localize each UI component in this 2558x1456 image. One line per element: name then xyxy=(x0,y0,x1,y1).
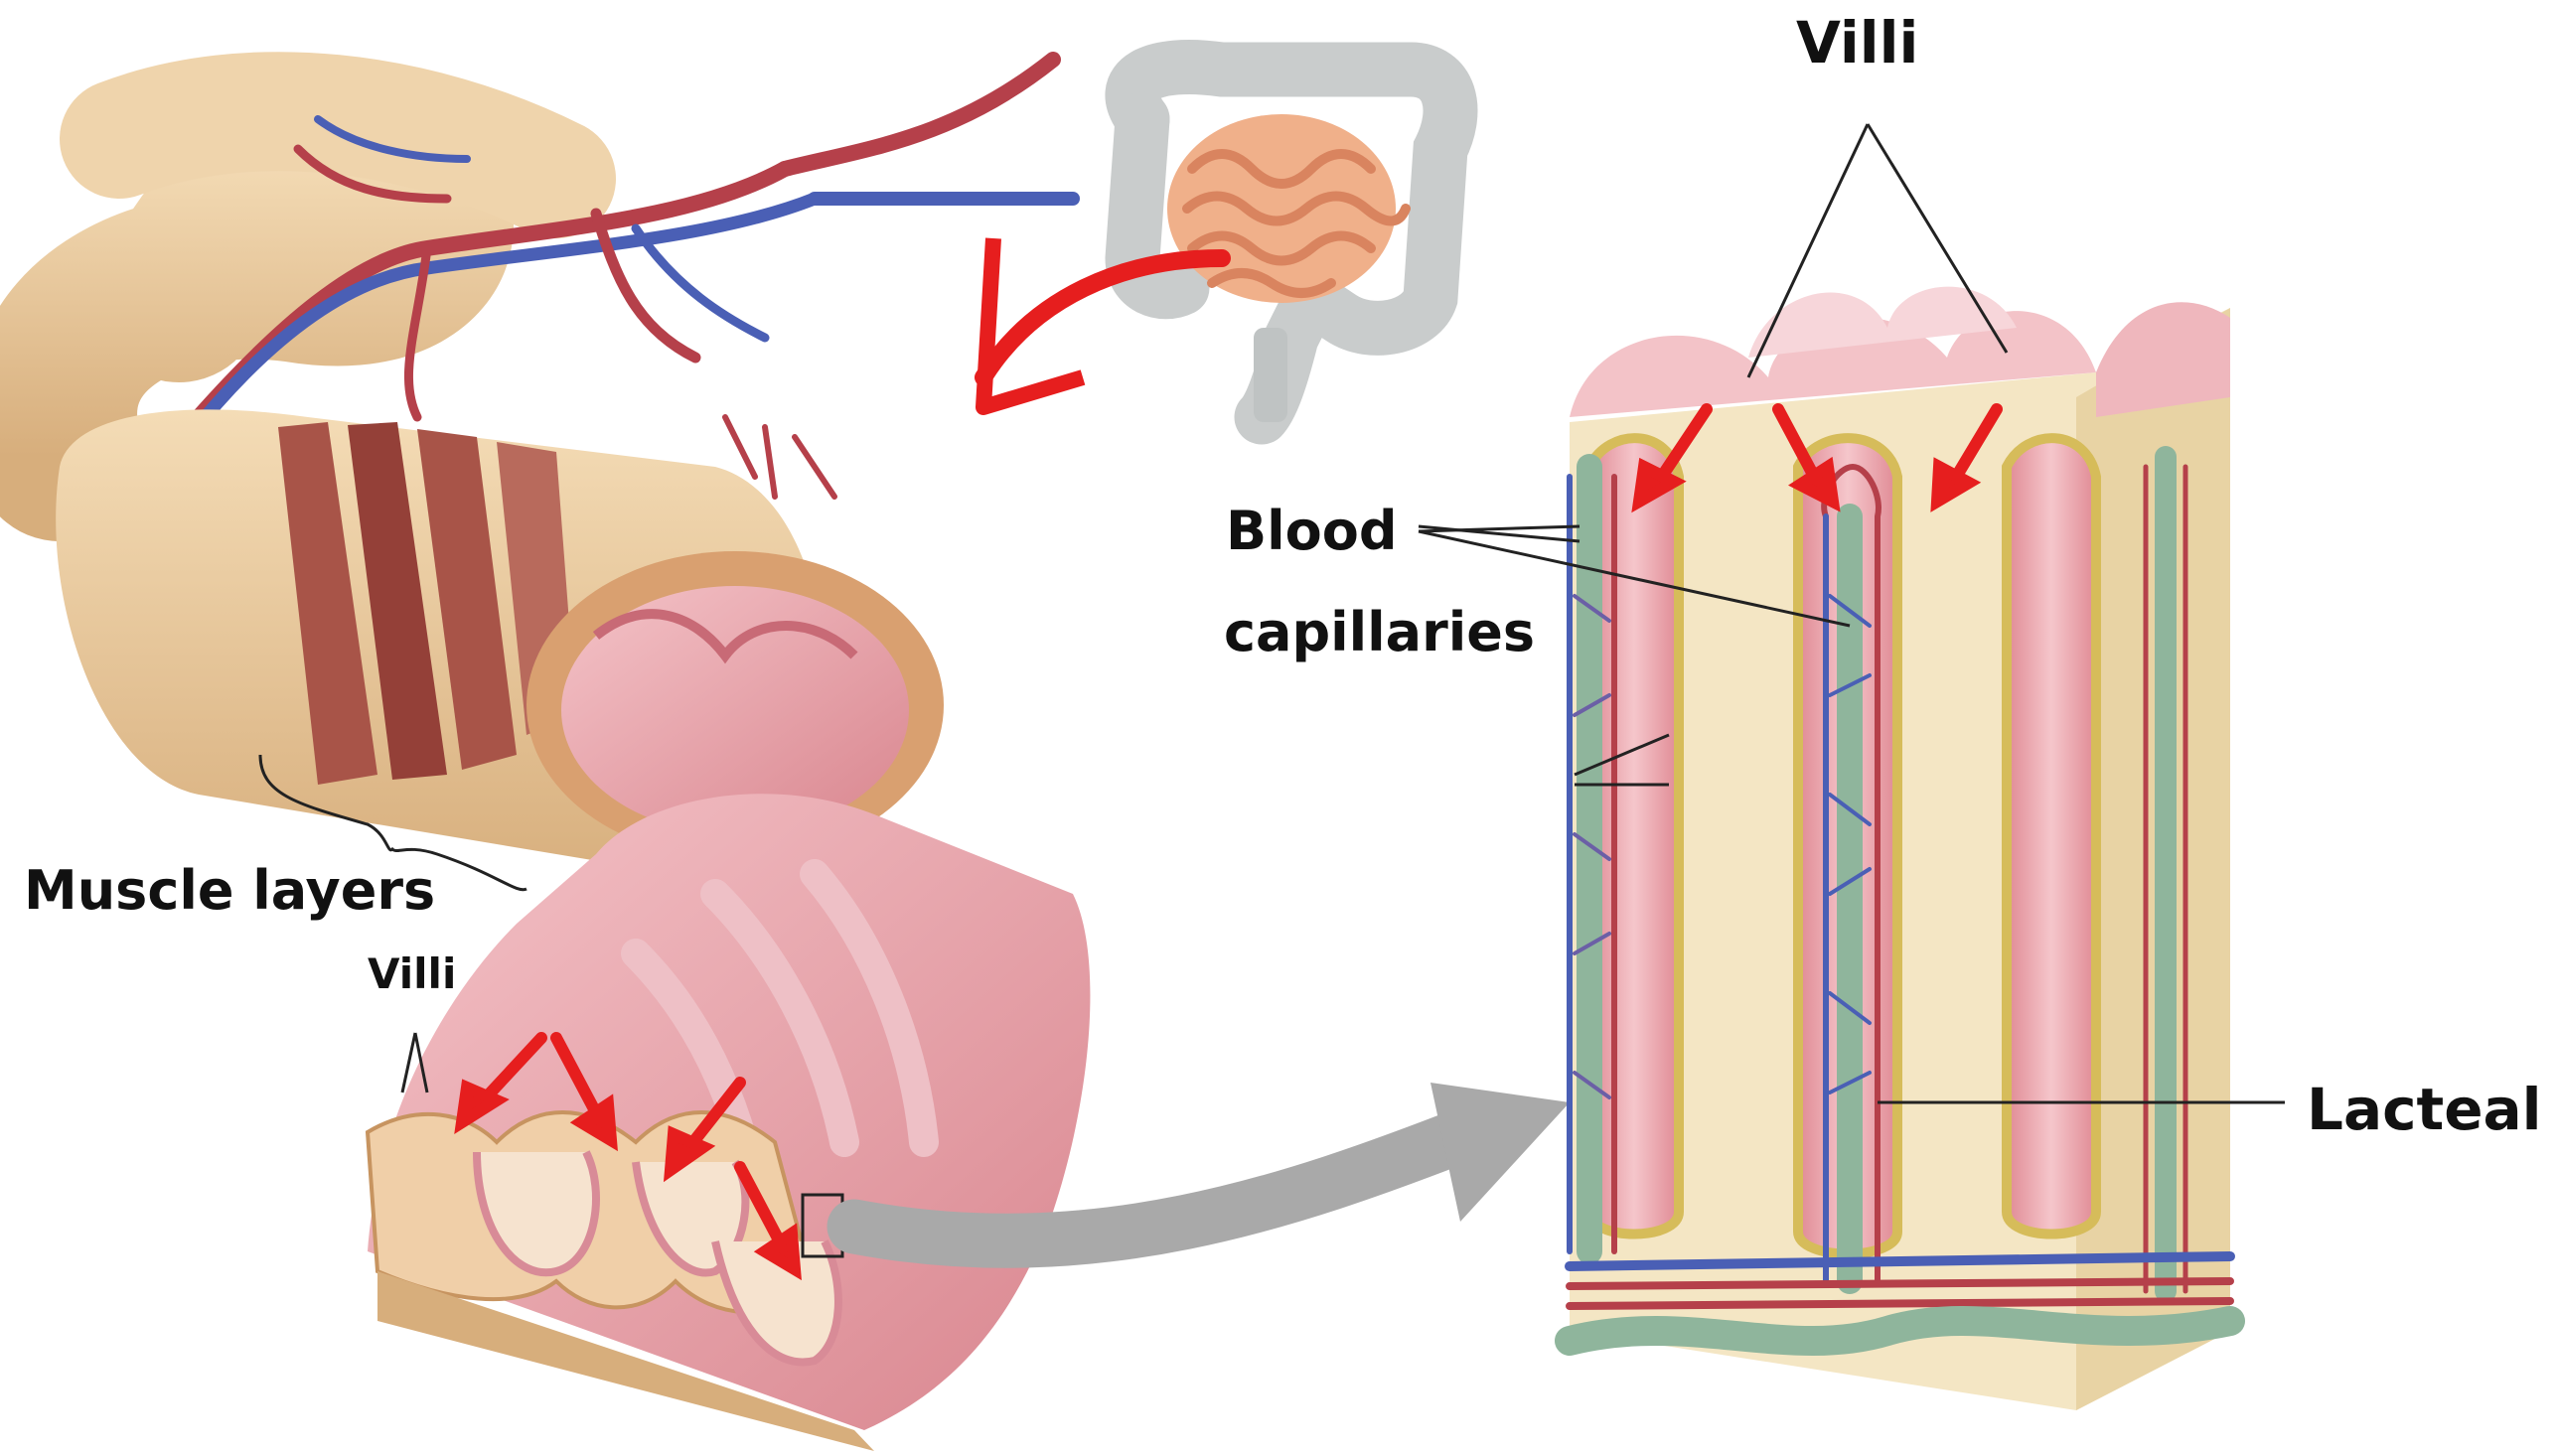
label-villi-small: Villi xyxy=(368,953,456,995)
label-blood: Blood xyxy=(1226,505,1398,558)
label-villi-top: Villi xyxy=(1796,14,1918,72)
locator-arrow xyxy=(983,238,1222,407)
villi-detail-block xyxy=(1570,287,2230,1410)
label-lacteal: Lacteal xyxy=(2307,1081,2542,1138)
label-capillaries: capillaries xyxy=(1224,606,1535,659)
label-muscle-layers: Muscle layers xyxy=(24,864,435,918)
digestive-tract-inset xyxy=(1132,67,1450,422)
